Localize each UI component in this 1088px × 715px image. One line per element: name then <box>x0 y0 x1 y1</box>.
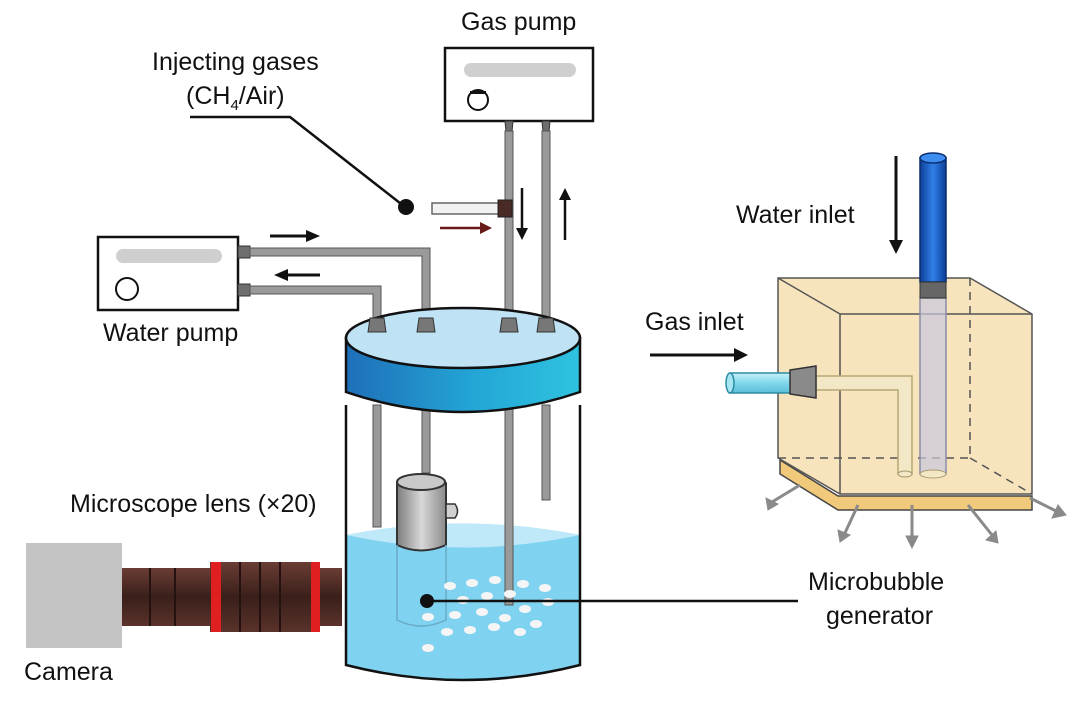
microbubble-label-line1: Microbubble <box>808 568 944 596</box>
camera <box>26 543 122 648</box>
water-flow-arrows <box>270 230 320 281</box>
injecting-gases-formula: (CH4/Air) <box>186 82 285 114</box>
outflow-arrows <box>765 483 1067 550</box>
water-pump-knob-icon <box>115 277 139 301</box>
gas-pump-tubes <box>504 120 551 322</box>
gas-inlet-tube <box>729 372 793 394</box>
water-inlet-label: Water inlet <box>736 201 855 229</box>
water-pump-body <box>96 235 240 312</box>
reactor-vessel <box>344 306 582 682</box>
internal-water-channel <box>919 297 947 475</box>
vessel-wall <box>344 405 582 682</box>
gas-injection-port <box>431 199 513 218</box>
lid-connectors <box>367 317 556 333</box>
water-pump-label: Water pump <box>103 319 238 347</box>
camera-body <box>26 543 122 648</box>
camera-label: Camera <box>24 658 113 686</box>
microbubble-label-line2: generator <box>826 602 933 630</box>
gas-pump-knob-mark <box>470 91 486 94</box>
vessel-lid-top <box>344 306 582 370</box>
box-base-plate <box>779 458 1033 511</box>
water-pump-tubes <box>237 245 431 319</box>
gas-pump <box>443 46 595 123</box>
gas-inlet-arrow <box>650 348 748 362</box>
water-pump-display <box>116 249 222 263</box>
water-inlet-arrow <box>889 156 903 254</box>
injecting-gases-label: Injecting gases <box>152 48 319 76</box>
microscope-lens-label: Microscope lens (×20) <box>70 490 317 518</box>
injecting-gases-leader <box>190 115 414 215</box>
water-pump <box>96 235 240 312</box>
gas-flow-arrows <box>516 188 571 240</box>
water-inlet-tube <box>919 157 947 283</box>
gas-pump-body <box>443 46 595 123</box>
inlet-box <box>725 152 1033 511</box>
gas-injection-arrow <box>440 222 492 234</box>
gas-pump-label: Gas pump <box>461 8 576 36</box>
microbubbles <box>422 576 554 652</box>
gas-pump-display <box>464 63 576 77</box>
gas-inlet-label: Gas inlet <box>645 308 744 336</box>
generator-leader <box>420 594 798 608</box>
gas-pump-knob-icon <box>467 89 489 111</box>
microbubble-generator <box>396 473 459 627</box>
microscope-lens <box>122 562 342 632</box>
